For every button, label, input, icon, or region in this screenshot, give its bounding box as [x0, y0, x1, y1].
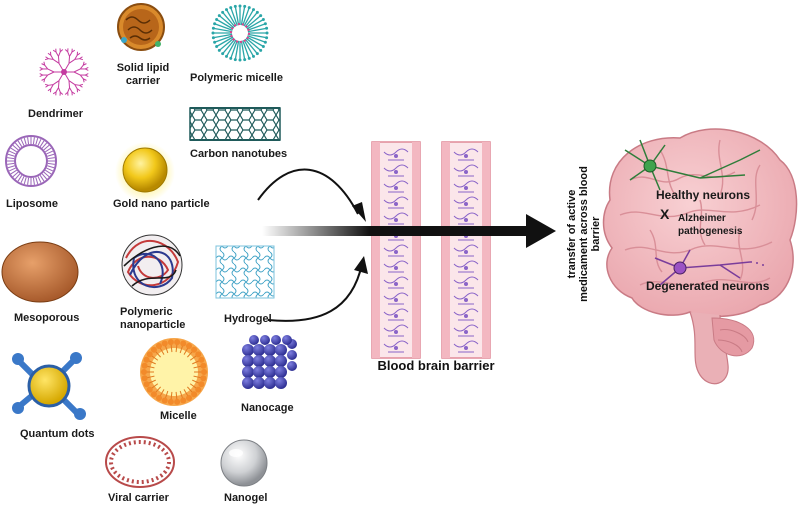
nanogel-label: Nanogel: [224, 492, 268, 504]
nanocage-icon: [242, 335, 297, 389]
nanocage-label: Nanocage: [241, 402, 294, 414]
gold-nano-particle-label: Gold nano particle: [113, 198, 210, 210]
viral-carrier-icon: [105, 436, 175, 488]
solid-lipid-carrier-label: Solid lipid carrier: [116, 62, 170, 87]
quantum-dots-label: Quantum dots: [20, 428, 95, 440]
hydrogel-icon: [215, 245, 275, 299]
gold-nano-particle-icon: [115, 142, 175, 202]
x-mark: X: [660, 206, 670, 222]
blood-brain-barrier-label: Blood brain barrier: [377, 358, 495, 373]
liposome-label: Liposome: [6, 198, 58, 210]
brain-illustration: [602, 128, 798, 385]
transfer-label: transfer of active medicament across blo…: [566, 166, 602, 302]
healthy-neurons-label: Healthy neurons: [656, 188, 751, 202]
dendrimer-icon: [39, 48, 89, 96]
degenerated-neuron-icon: [654, 249, 765, 286]
quantum-dots-icon: [12, 352, 86, 420]
curved-arrow-bottom: [267, 256, 368, 322]
liposome-icon: [5, 135, 57, 187]
micelle-icon: [140, 338, 208, 406]
blood-brain-barrier: [371, 141, 491, 359]
viral-carrier-label: Viral carrier: [108, 492, 169, 504]
polymeric-nanoparticle-icon: [121, 234, 183, 296]
alzheimer-pathogenesis-label: Alzheimer pathogenesis: [678, 213, 743, 237]
solid-lipid-carrier-icon: [117, 3, 165, 51]
hydrogel-label: Hydrogel: [224, 313, 272, 325]
carbon-nanotubes-icon: [189, 107, 281, 141]
polymeric-micelle-icon: [211, 4, 269, 62]
fading-arrow-shaft: [262, 226, 370, 236]
nanogel-icon: [220, 439, 268, 487]
mesoporous-label: Mesoporous: [14, 312, 80, 324]
degenerated-neurons-label: Degenerated neurons: [646, 279, 770, 293]
polymeric-micelle-label: Polymeric micelle: [190, 72, 283, 84]
dendrimer-label: Dendrimer: [28, 108, 84, 120]
mesoporous-icon: [1, 241, 79, 303]
carbon-nanotubes-label: Carbon nanotubes: [190, 148, 288, 160]
transfer-arrow: [370, 214, 556, 248]
micelle-label: Micelle: [160, 410, 197, 422]
curved-arrow-top: [257, 168, 366, 222]
polymeric-nanoparticle-label: Polymeric nanoparticle: [120, 306, 186, 331]
